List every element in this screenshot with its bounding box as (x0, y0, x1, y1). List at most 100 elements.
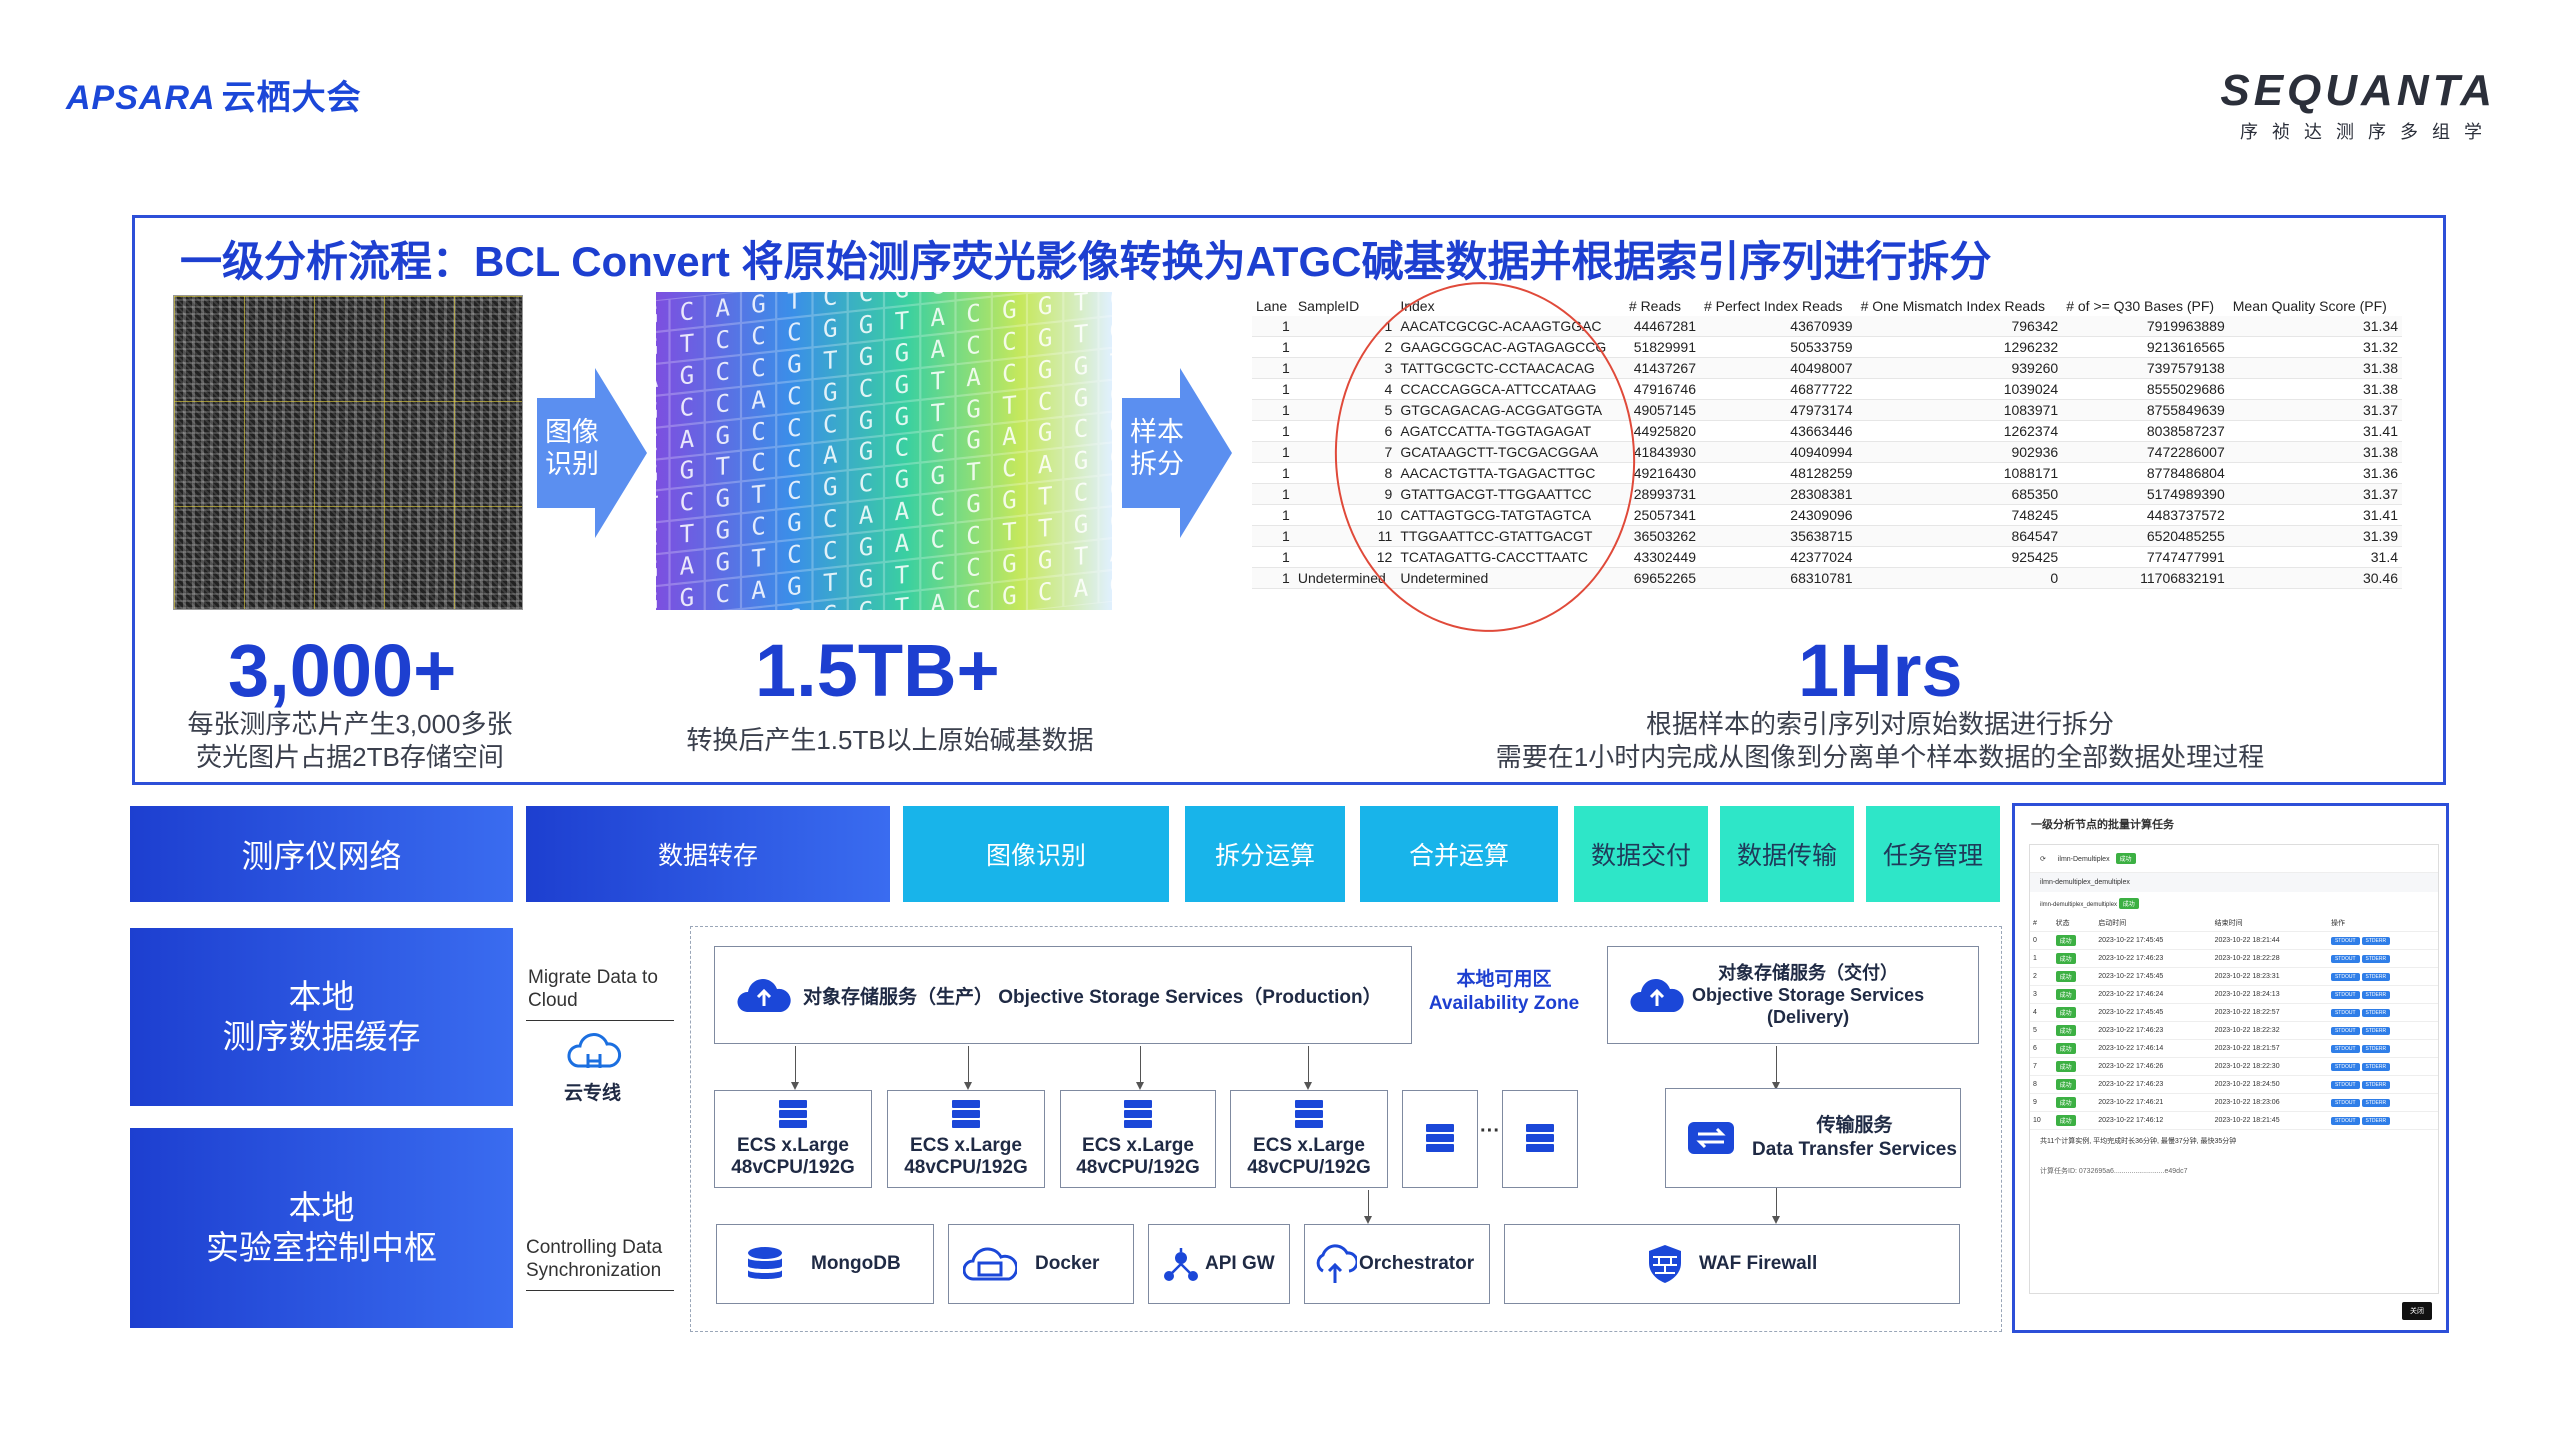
stdout-button[interactable]: STDOUT (2330, 954, 2360, 963)
stderr-button[interactable]: STDERR (2361, 990, 2391, 999)
table-cell: 8555029686 (2062, 378, 2229, 400)
table-cell: 49057145 (1624, 399, 1700, 421)
table-cell: 1 (1252, 357, 1294, 379)
task-index: 4 (2030, 1003, 2053, 1022)
controlling-arrow (526, 1290, 674, 1291)
table-cell: 8038587237 (2062, 420, 2229, 442)
stderr-button[interactable]: STDERR (2361, 1026, 2391, 1035)
oss-delivery-service[interactable]: 对象存储服务（交付）Objective Storage Services(Del… (1607, 946, 1979, 1044)
task-status: 成功 (2052, 985, 2096, 1004)
docker-service[interactable]: Docker (948, 1224, 1134, 1304)
status-badge: 成功 (2055, 1007, 2076, 1018)
dna-base: G (884, 463, 920, 499)
table-cell: 11706832191 (2062, 567, 2229, 589)
stat-images-desc: 每张测序芯片产生3,000多张荧光图片占据2TB存储空间 (187, 709, 513, 772)
table-cell: 8755849639 (2062, 399, 2229, 421)
api-gateway-service[interactable]: API GW (1148, 1224, 1290, 1304)
table-cell: 31.38 (2228, 357, 2402, 379)
task-end-time: 2023-10-22 18:22:32 (2211, 1021, 2328, 1040)
stderr-button[interactable]: STDERR (2361, 1116, 2391, 1125)
stdout-button[interactable]: STDOUT (2330, 1008, 2360, 1017)
stdout-button[interactable]: STDOUT (2330, 1044, 2360, 1053)
table-cell: 925425 (1856, 546, 2063, 568)
band-split-compute[interactable]: 拆分运算 (1185, 806, 1345, 902)
dna-base: C (776, 538, 813, 574)
stdout-button[interactable]: STDOUT (2330, 1098, 2360, 1107)
table-cell: 1 (1252, 399, 1294, 421)
stderr-button[interactable]: STDERR (2361, 1080, 2391, 1089)
stderr-button[interactable]: STDERR (2361, 954, 2391, 963)
job-sub-item[interactable]: ilmn-demultiplex_demultiplex (2040, 902, 2118, 908)
table-cell: 42377024 (1700, 546, 1857, 568)
stderr-button[interactable]: STDERR (2361, 1062, 2391, 1071)
dna-base: T (884, 304, 920, 340)
task-end-time: 2023-10-22 18:24:50 (2211, 1075, 2328, 1094)
dna-base: G (776, 569, 813, 606)
stdout-button[interactable]: STDOUT (2330, 1080, 2360, 1089)
dna-base: T (991, 515, 1028, 551)
dna-base: G (991, 483, 1028, 520)
stderr-button[interactable]: STDERR (2361, 972, 2391, 981)
table-cell: 8 (1293, 462, 1397, 484)
stdout-button[interactable]: STDOUT (2330, 972, 2360, 981)
stdout-button[interactable]: STDOUT (2330, 990, 2360, 999)
close-button[interactable]: 关闭 (2402, 1302, 2432, 1320)
stderr-button[interactable]: STDERR (2361, 1044, 2391, 1053)
band-image-recognition[interactable]: 图像识别 (903, 806, 1169, 902)
task-index: 0 (2030, 931, 2053, 950)
table-cell: 68310781 (1700, 567, 1857, 589)
ecs-instance-5[interactable] (1402, 1090, 1478, 1188)
band-data-transfer[interactable]: 数据转存 (526, 806, 890, 902)
server-icon (1295, 1100, 1323, 1128)
table-cell: 1 (1252, 525, 1294, 547)
task-status: 成功 (2052, 931, 2096, 950)
stdout-button[interactable]: STDOUT (2330, 1026, 2360, 1035)
table-cell: 44467281 (1624, 316, 1700, 337)
orchestrator-service[interactable]: Orchestrator (1304, 1224, 1490, 1304)
dna-base: G (884, 335, 920, 372)
dna-base: T (1063, 292, 1099, 321)
dna-base: G (848, 435, 884, 471)
stat-images-value: 3,000+ (228, 629, 457, 712)
refresh-icon[interactable]: ⟳ (2040, 856, 2046, 863)
dna-base: G (884, 399, 920, 436)
stdout-button[interactable]: STDOUT (2330, 936, 2360, 945)
table-cell: TTGGAATTCC-GTATTGACGT (1396, 525, 1625, 547)
waf-firewall-service[interactable]: WAF Firewall (1504, 1224, 1960, 1304)
band-data-transmission[interactable]: 数据传输 (1720, 806, 1854, 902)
stderr-button[interactable]: STDERR (2361, 1008, 2391, 1017)
dna-base: C (955, 550, 992, 587)
ecs-instance-n[interactable] (1502, 1090, 1578, 1188)
job-subtitle: ilmn-demultiplex_demultiplex (2030, 873, 2438, 892)
mongodb-service[interactable]: MongoDB (716, 1224, 934, 1304)
band-data-delivery[interactable]: 数据交付 (1574, 806, 1708, 902)
table-cell: 31.41 (2228, 504, 2402, 526)
stdout-button[interactable]: STDOUT (2330, 1116, 2360, 1125)
dna-base: G (669, 581, 705, 610)
stderr-button[interactable]: STDERR (2361, 1098, 2391, 1107)
dna-base: C (776, 379, 813, 415)
table-cell: 28308381 (1700, 483, 1857, 505)
dna-base: A (991, 420, 1028, 456)
dna-base: C (991, 356, 1028, 392)
stdout-button[interactable]: STDOUT (2330, 1062, 2360, 1071)
band-merge-compute[interactable]: 合并运算 (1360, 806, 1558, 902)
oss-production-service[interactable]: 对象存储服务（生产） Objective Storage Services（Pr… (714, 946, 1412, 1044)
table-header: Index (1400, 298, 1435, 314)
stderr-button[interactable]: STDERR (2361, 936, 2391, 945)
band-task-management[interactable]: 任务管理 (1866, 806, 2000, 902)
dna-base: C (1098, 440, 1112, 477)
tab-demultiplex[interactable]: ilmn-Demultiplex (2057, 856, 2110, 863)
dna-base: G (656, 584, 670, 610)
